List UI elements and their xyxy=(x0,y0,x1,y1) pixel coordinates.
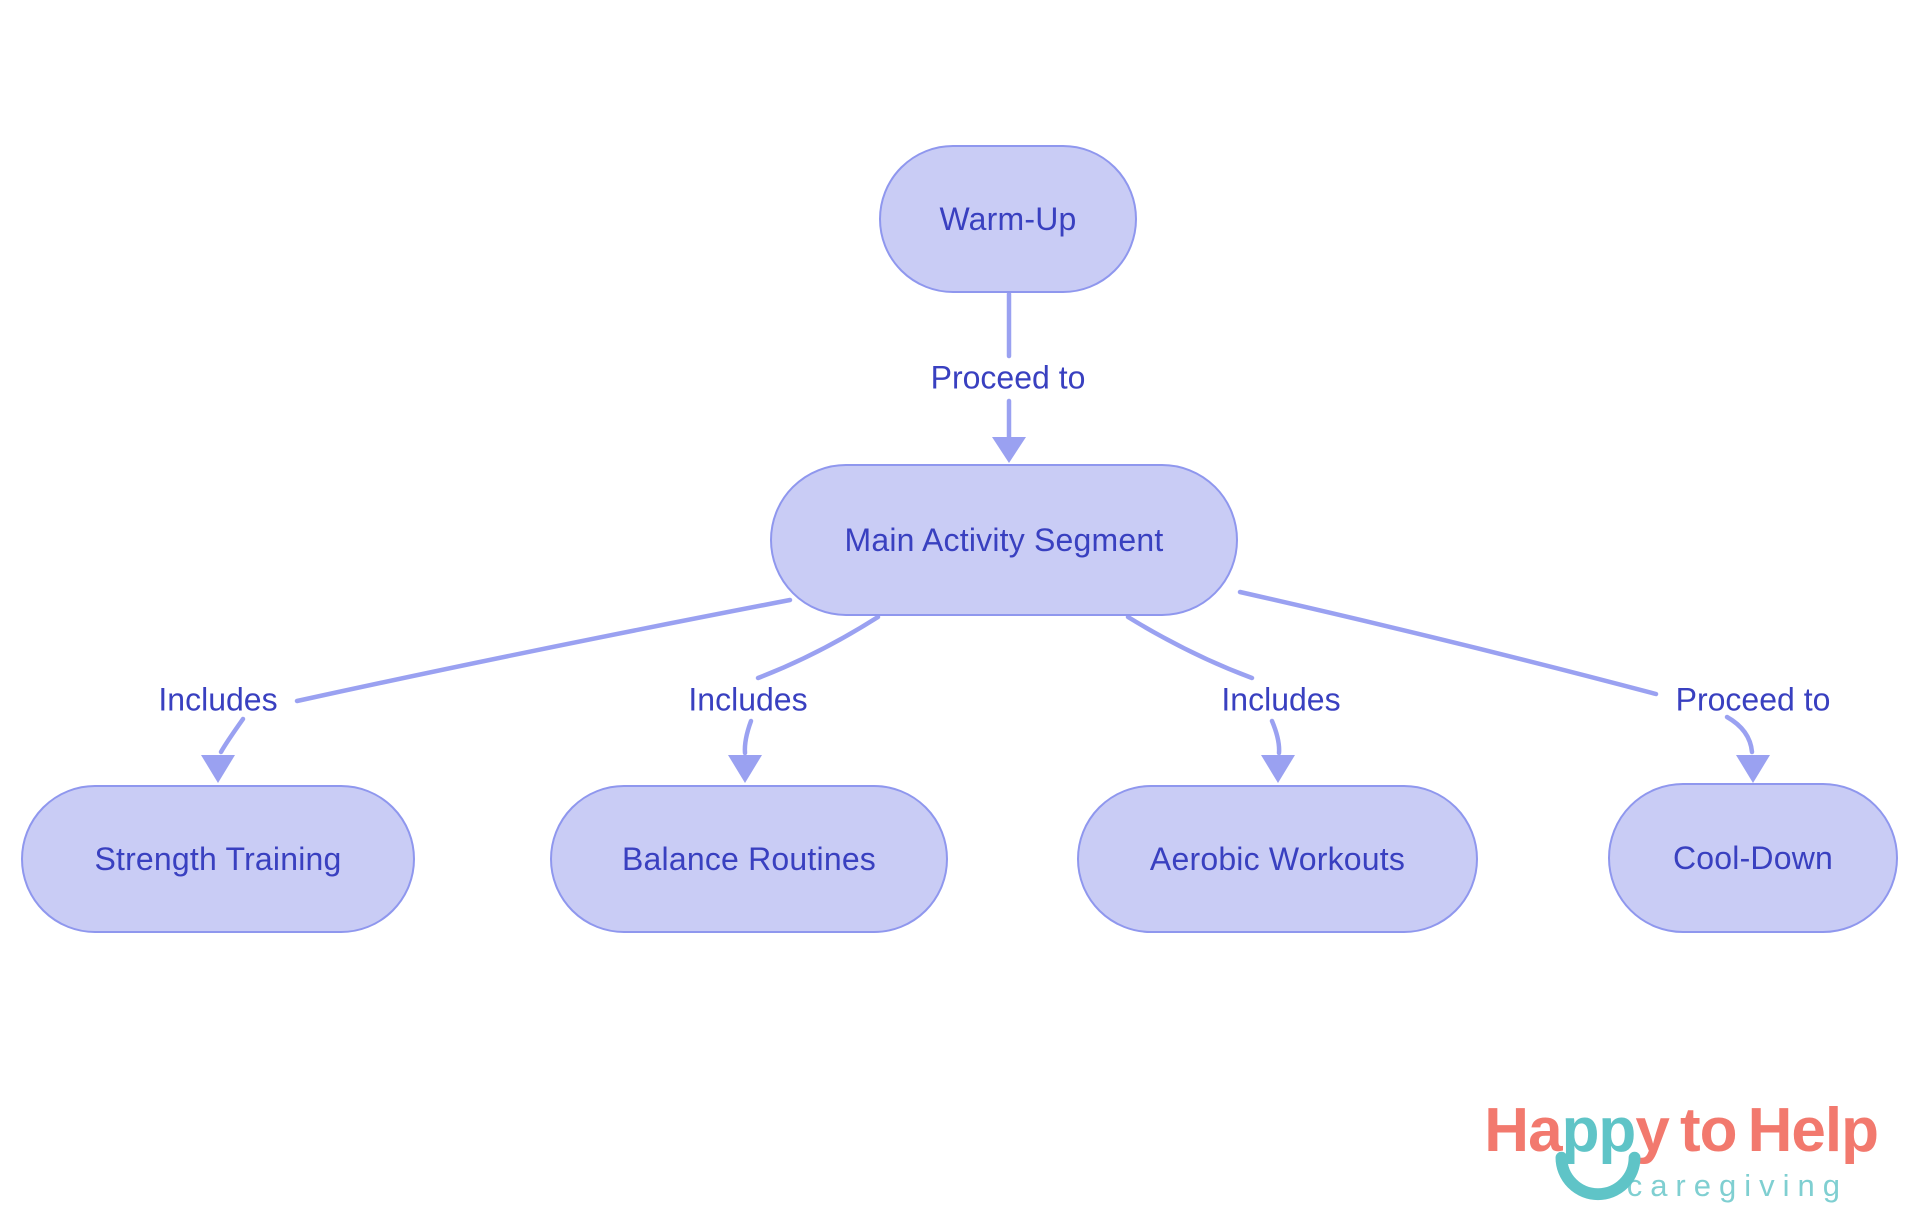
edge-main-to-strength xyxy=(201,597,793,783)
logo-text-to: to xyxy=(1679,1096,1738,1165)
logo-subtitle: caregiving xyxy=(1626,1168,1848,1203)
edge-label-proceed-to-cool-down: Proceed to xyxy=(1675,681,1831,718)
edge-main-to-cool-down xyxy=(1237,589,1770,783)
node-balance-routines: Balance Routines xyxy=(550,785,948,933)
edge-label-proceed-to-main: Proceed to xyxy=(930,359,1086,396)
edge-main-to-balance xyxy=(728,614,881,783)
edge-label-includes-aerobic: Includes xyxy=(1221,681,1341,718)
edge-label-includes-balance: Includes xyxy=(688,681,808,718)
edge-main-to-aerobic xyxy=(1125,614,1295,783)
node-strength-training: Strength Training xyxy=(21,785,415,933)
logo-pp-letters: pp xyxy=(1561,1096,1637,1165)
node-aerobic-workouts: Aerobic Workouts xyxy=(1077,785,1478,933)
edge-warm-up-to-main xyxy=(992,291,1026,463)
smile-icon xyxy=(1555,1151,1641,1201)
logo-text-pp: pp xyxy=(1555,1100,1641,1201)
node-cool-down: Cool-Down xyxy=(1608,783,1898,933)
node-warm-up: Warm-Up xyxy=(879,145,1137,293)
node-main-activity-segment: Main Activity Segment xyxy=(770,464,1238,616)
edge-label-includes-strength: Includes xyxy=(158,681,278,718)
logo-text-help: Help xyxy=(1747,1096,1879,1165)
logo-text-ha: Ha xyxy=(1484,1096,1562,1165)
logo-text-y: y xyxy=(1635,1096,1669,1165)
